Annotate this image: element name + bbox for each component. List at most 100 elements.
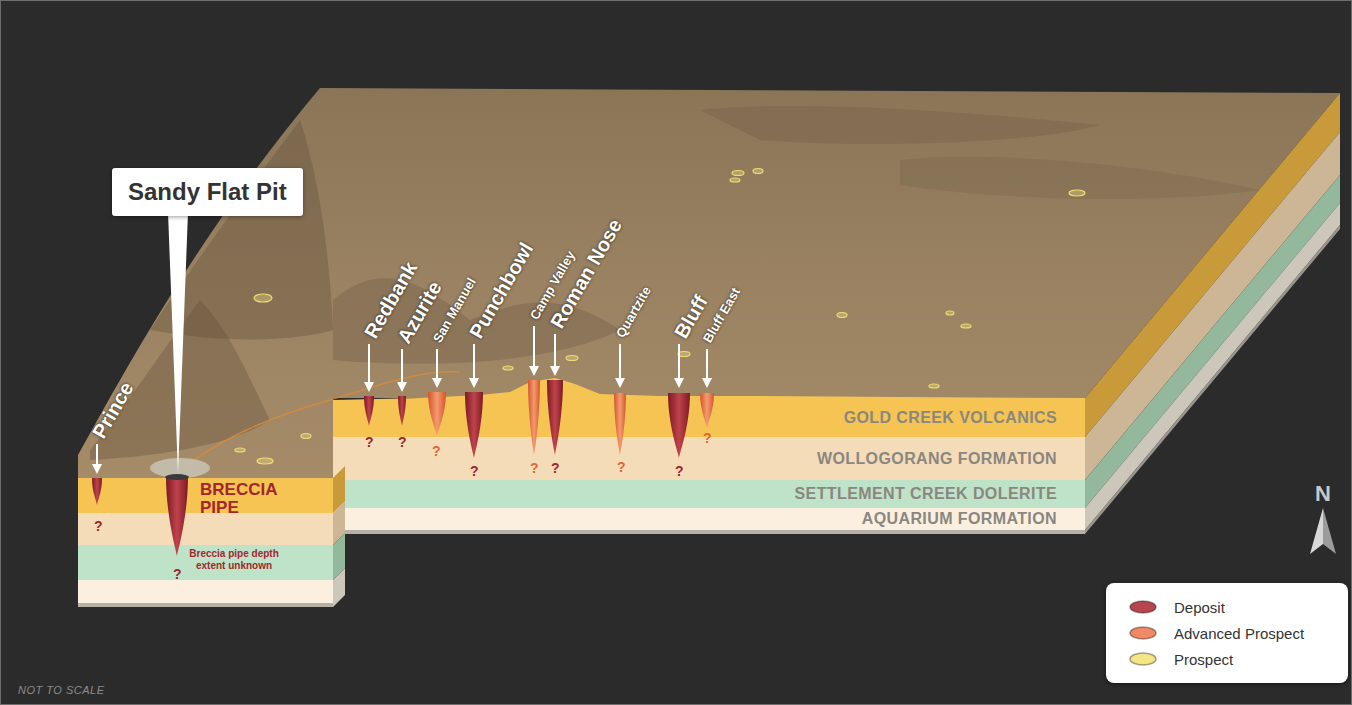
depth-query: ?: [617, 460, 626, 474]
strata-name: GOLD CREEK VOLCANICS: [844, 409, 1057, 427]
depth-query: ?: [365, 435, 374, 449]
dolerite-band: [333, 480, 1085, 508]
prospect-mark: [254, 294, 272, 302]
legend-swatch: [1128, 651, 1158, 667]
pit-opening: [165, 474, 189, 480]
arrow-head: [702, 378, 712, 388]
depth-query: ?: [530, 461, 539, 475]
pipe-note: Breccia pipe depth extent unknown: [188, 548, 280, 571]
depth-query: ?: [173, 567, 182, 581]
swatch-ellipse: [1130, 627, 1156, 639]
leader-line: [619, 344, 621, 380]
swatch-ellipse: [1130, 653, 1156, 665]
callout-title: Sandy Flat Pit: [128, 178, 287, 206]
depth-query: ?: [470, 464, 479, 478]
depth-query: ?: [551, 461, 560, 475]
leader-line: [368, 344, 370, 384]
formation-band: [78, 580, 333, 603]
leader-line: [533, 326, 535, 368]
depth-query: ?: [675, 464, 684, 478]
scale-note: NOT TO SCALE: [18, 684, 104, 696]
prospect-mark: [301, 434, 311, 439]
block-base: [78, 603, 333, 607]
deposit-pipe: [92, 478, 102, 505]
deposit-pipe: [547, 380, 563, 455]
arrow-head: [615, 378, 625, 388]
prospect-mark: [235, 448, 245, 452]
depth-query: ?: [94, 519, 103, 533]
formation-band: [333, 508, 1085, 530]
depth-query: ?: [398, 435, 407, 449]
prospect-mark: [732, 171, 744, 176]
ridge-shade: [900, 157, 1260, 199]
legend-text: Advanced Prospect: [1174, 625, 1304, 642]
deposit-pipe: [465, 392, 483, 458]
legend-box: DepositAdvanced ProspectProspect: [1106, 583, 1348, 683]
prospect-marks: [235, 169, 1085, 465]
north-arrow: [1310, 508, 1323, 554]
deposit-pipe: [398, 396, 406, 426]
prospect-mark: [946, 311, 954, 315]
ridge-shade: [700, 106, 1100, 144]
leader-line: [401, 349, 403, 384]
legend-text: Deposit: [1174, 599, 1225, 616]
prospect-pipe: [428, 392, 446, 436]
arrow-head: [432, 378, 442, 388]
deposit-pipe: [668, 393, 690, 458]
legend-row: Deposit: [1106, 594, 1348, 620]
legend-row: Prospect: [1106, 646, 1348, 672]
prospect-mark: [929, 384, 939, 388]
deposit-pipe: [364, 396, 374, 426]
callout-pointer: [168, 212, 188, 474]
legend-text: Prospect: [1174, 651, 1233, 668]
arrow-head: [92, 464, 102, 474]
block-base: [333, 530, 1085, 534]
swatch-ellipse: [1130, 601, 1156, 613]
strata-name: SETTLEMENT CREEK DOLERITE: [795, 485, 1057, 503]
arrow-head: [674, 378, 684, 388]
strata-name: WOLLOGORANG FORMATION: [817, 450, 1057, 468]
callout-box: Sandy Flat Pit: [112, 168, 303, 216]
arrow-head: [550, 366, 560, 376]
strata-name: AQUARIUM FORMATION: [862, 510, 1057, 528]
prospect-pipe: [528, 380, 540, 455]
strata-band: AQUARIUM FORMATION: [333, 508, 1085, 530]
prospect-mark: [753, 169, 763, 174]
prospect-mark: [837, 313, 847, 318]
leader-line: [96, 444, 98, 466]
leader-line: [436, 349, 438, 380]
arrow-head: [529, 366, 539, 376]
arrow-head: [469, 378, 479, 388]
deposit-name: Prince: [88, 378, 138, 442]
arrow-head: [364, 382, 374, 392]
side-band: [1085, 132, 1340, 480]
leader-line: [706, 349, 708, 380]
depth-query: ?: [703, 431, 712, 445]
side-band: [1085, 175, 1340, 508]
prospect-pipe: [614, 393, 626, 455]
depth-query: ?: [432, 444, 441, 458]
prospect-mark: [566, 356, 578, 361]
leader-line: [678, 344, 680, 380]
leader-line: [473, 344, 475, 380]
legend-row: Advanced Prospect: [1106, 620, 1348, 646]
prospect-mark: [961, 324, 971, 328]
side-band: [1085, 203, 1340, 530]
breccia-pipe: [166, 476, 188, 556]
leader-arrows: [92, 326, 712, 474]
side-band: [333, 568, 345, 607]
legend-swatch: [1128, 599, 1158, 615]
compass-letter: N: [1315, 483, 1331, 505]
legend-swatch: [1128, 625, 1158, 641]
leader-line: [554, 334, 556, 368]
side-band: [1085, 225, 1340, 534]
prospect-mark: [503, 366, 513, 370]
prospect-mark: [730, 178, 740, 182]
arrow-head: [397, 382, 407, 392]
dolerite-band: [78, 545, 333, 580]
prospect-mark: [1069, 190, 1085, 196]
deposit-name: Bluff East: [701, 286, 744, 346]
